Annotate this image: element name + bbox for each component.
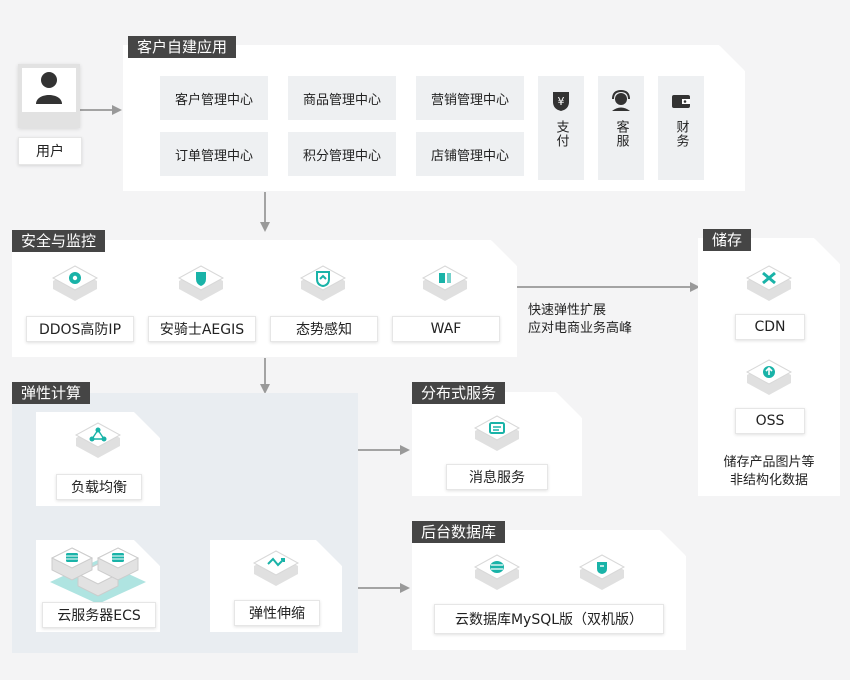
app-marketing-center: 营销管理中心 xyxy=(416,76,524,120)
cdn-icon xyxy=(745,265,793,301)
client-apps-title: 客户自建应用 xyxy=(128,36,237,58)
app-order-center: 订单管理中心 xyxy=(160,132,268,176)
database-item-label: 云数据库MySQL版（双机版） xyxy=(434,604,664,634)
database-title: 后台数据库 xyxy=(412,521,506,543)
user-icon xyxy=(36,72,62,104)
compute-ecs-label: 云服务器ECS xyxy=(42,602,156,628)
ecs-cluster-icon xyxy=(50,547,146,604)
app-payment-label: 支付 xyxy=(553,120,569,148)
shield-icon xyxy=(177,265,225,301)
load-balancer-icon xyxy=(74,422,122,458)
storage-item-oss: OSS xyxy=(735,408,805,434)
app-service: 客服 xyxy=(598,76,644,180)
distributed-item-label: 消息服务 xyxy=(446,464,548,490)
gear-icon xyxy=(51,265,99,301)
storage-note: 储存产品图片等 非结构化数据 xyxy=(723,455,815,488)
security-item-situation: 态势感知 xyxy=(270,316,378,342)
waf-icon xyxy=(421,265,469,301)
mysql-database-icon xyxy=(473,554,521,590)
security-item-ddos: DDOS高防IP xyxy=(26,316,134,342)
compute-slb-label: 负载均衡 xyxy=(56,474,142,500)
wallet-icon xyxy=(672,95,690,108)
security-item-waf: WAF xyxy=(392,316,500,342)
app-payment: ¥ 支付 xyxy=(538,76,584,180)
customer-service-icon xyxy=(612,90,630,111)
app-store-center: 店铺管理中心 xyxy=(416,132,524,176)
oss-icon xyxy=(745,359,793,395)
compute-ess-label: 弹性伸缩 xyxy=(234,600,320,626)
storage-title: 储存 xyxy=(703,229,752,251)
message-service-icon xyxy=(473,415,521,451)
app-points-center: 积分管理中心 xyxy=(288,132,396,176)
auto-scaling-icon xyxy=(252,550,300,586)
yen-icon: ¥ xyxy=(553,92,569,111)
distributed-title: 分布式服务 xyxy=(412,382,506,404)
security-item-aegis: 安骑士AEGIS xyxy=(148,316,256,342)
svg-text:¥: ¥ xyxy=(558,95,565,108)
app-finance: 财务 xyxy=(658,76,704,180)
user-label: 用户 xyxy=(18,137,82,165)
compute-title: 弹性计算 xyxy=(12,382,91,404)
app-finance-label: 财务 xyxy=(673,120,689,148)
storage-item-cdn: CDN xyxy=(735,314,805,340)
security-title: 安全与监控 xyxy=(12,230,106,252)
scaling-note: 快速弹性扩展 应对电商业务高峰 xyxy=(528,303,633,336)
app-service-label: 客服 xyxy=(613,120,629,148)
situation-awareness-icon xyxy=(299,265,347,301)
app-product-center: 商品管理中心 xyxy=(288,76,396,120)
app-customer-center: 客户管理中心 xyxy=(160,76,268,120)
dual-node-icon xyxy=(578,554,626,590)
